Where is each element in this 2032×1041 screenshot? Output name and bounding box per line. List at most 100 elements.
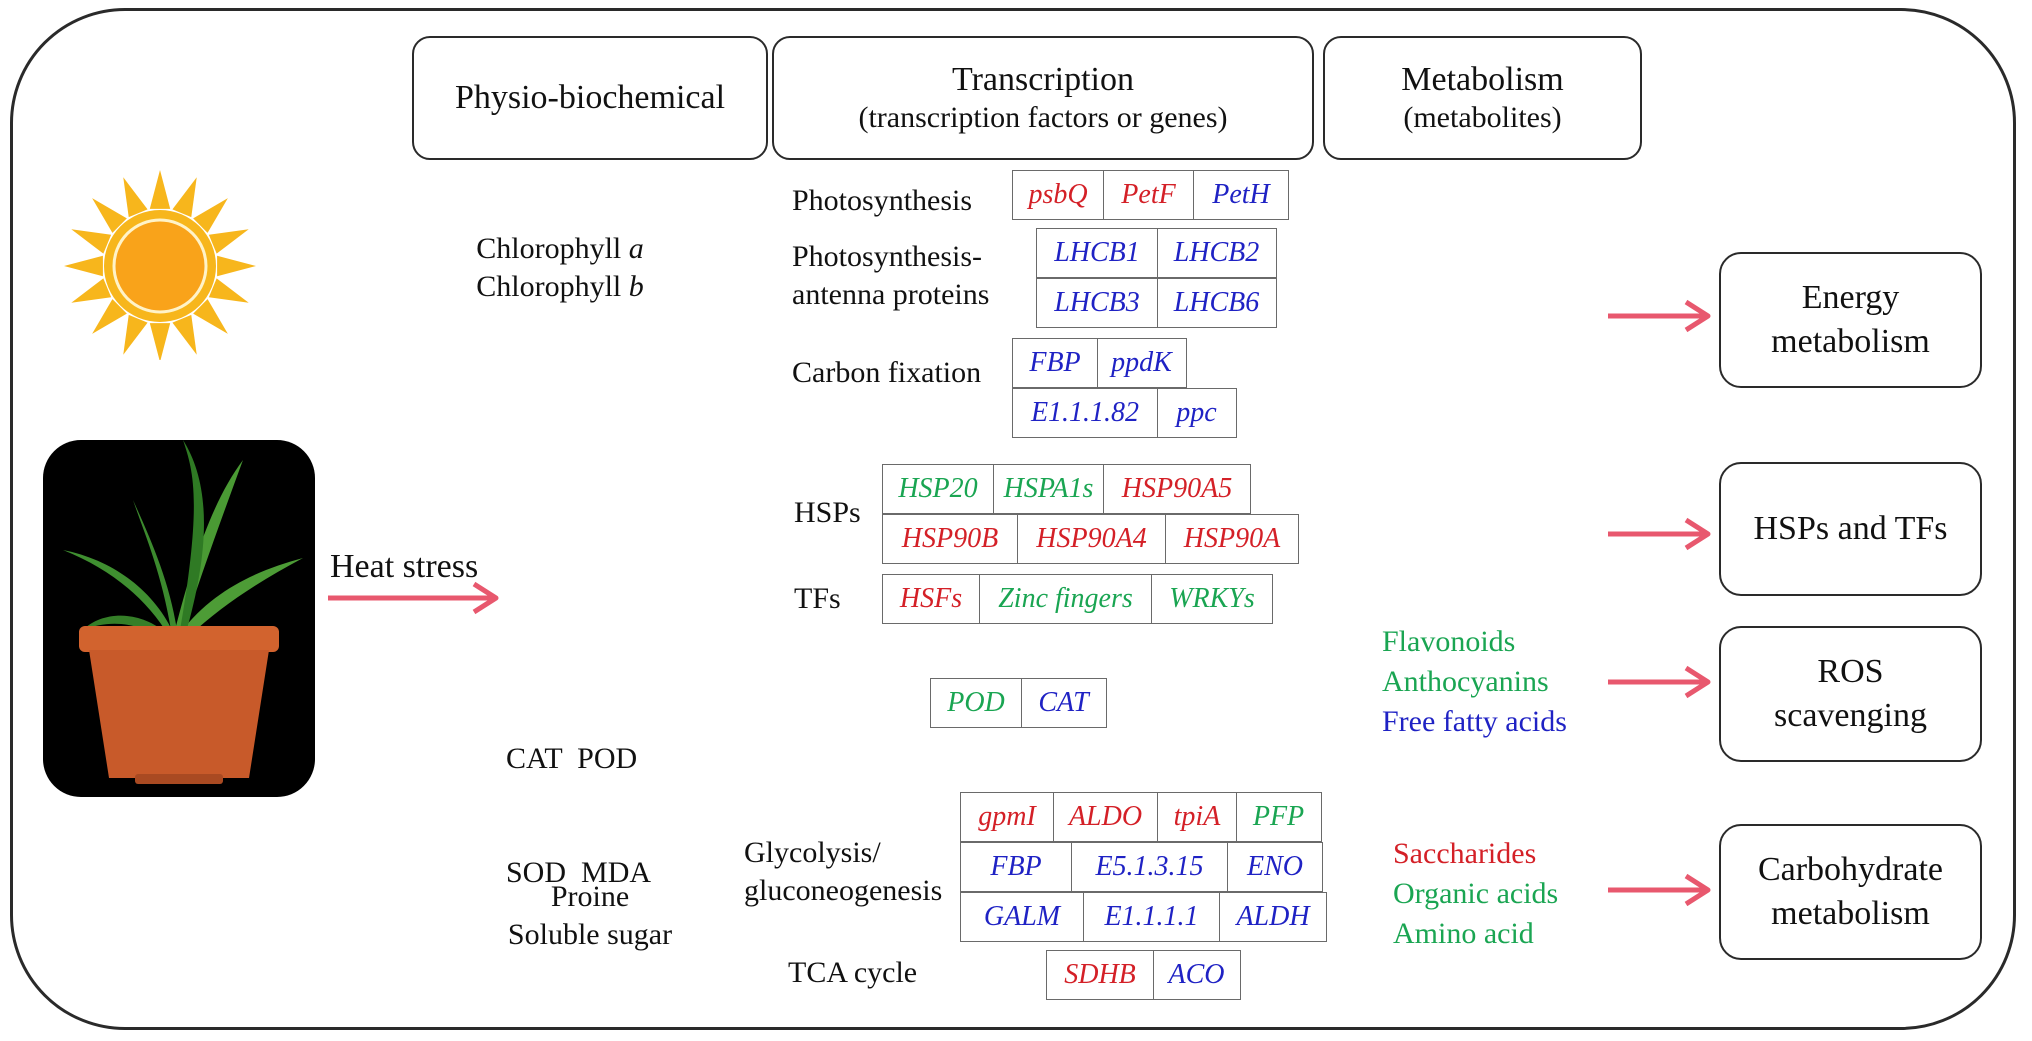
outcome-ros-line-2: scavenging: [1774, 697, 1927, 734]
gene-box: ALDH: [1219, 892, 1327, 942]
pathway-hsps: HSPs: [794, 496, 861, 529]
sun-ray: [92, 198, 127, 233]
sun-ray: [71, 229, 112, 254]
gene-box: E1.1.1.82: [1012, 388, 1158, 438]
arrow-right-icon: [1608, 665, 1711, 699]
arrow-head: [1684, 299, 1711, 333]
leaf: [179, 440, 204, 636]
header-physio-biochemical: Physio-biochemical: [412, 36, 768, 160]
leaf: [83, 615, 169, 642]
sun-disc-inner: [112, 218, 208, 314]
pathway-tfs: TFs: [794, 582, 841, 615]
arrow-head: [1684, 665, 1711, 699]
sun-ray: [149, 323, 171, 360]
sun-ray: [208, 229, 249, 254]
chlorophyll-a-letter: a: [628, 232, 644, 265]
gene-box: SDHB: [1046, 950, 1154, 1000]
arrow-head: [1684, 517, 1711, 551]
diagram-frame: [10, 8, 2016, 1030]
outcome-energy-line-1: Energy: [1801, 279, 1900, 316]
glycolysis-line-2: gluconeogenesis: [744, 874, 943, 907]
glycolysis-line-1: Glycolysis/: [744, 836, 881, 869]
gene-box: ppc: [1156, 388, 1237, 438]
pot-body: [89, 650, 269, 778]
arrow-right-icon: [1608, 873, 1711, 907]
sun-ray: [92, 299, 127, 334]
pathway-tca: TCA cycle: [788, 956, 918, 989]
sun-ray: [172, 177, 197, 218]
sun-rays: [64, 170, 256, 360]
sugar-label: Proine Soluble sugar: [480, 878, 700, 954]
gene-box: PetH: [1193, 170, 1289, 220]
gene-box: HSP90A4: [1016, 514, 1167, 564]
pathway-glycolysis: Glycolysis/ gluconeogenesis: [744, 834, 942, 910]
gene-box: LHCB6: [1156, 278, 1277, 328]
gene-box: gpmI: [960, 792, 1054, 842]
gene-box: HSP20: [882, 464, 994, 514]
header-physio-text: Physio-biochemical: [454, 79, 726, 116]
pathway-carbon-fixation: Carbon fixation: [792, 356, 982, 389]
outcome-carb-line-2: metabolism: [1771, 895, 1930, 932]
gene-box: PFP: [1235, 792, 1322, 842]
sun-ray: [193, 198, 228, 233]
pot-base: [135, 774, 223, 784]
outcome-energy-metabolism: Energy metabolism: [1719, 252, 1982, 388]
leaf: [133, 500, 177, 630]
sun-ray: [217, 255, 256, 277]
gene-box: GALM: [960, 892, 1084, 942]
antenna-line-2: antenna proteins: [792, 278, 990, 311]
chlorophyll-b: Chlorophyll b: [470, 268, 650, 306]
enzymes-label: CAT POD SOD MDA: [506, 664, 651, 930]
sun-icon: [64, 170, 256, 360]
plant-photo: [43, 440, 315, 797]
metabolite-item: Anthocyanins: [1382, 665, 1549, 698]
gene-box: HSPA1s: [992, 464, 1105, 514]
gene-box: Zinc fingers: [978, 574, 1153, 624]
gene-box: ALDO: [1052, 792, 1159, 842]
outcome-carb-line-1: Carbohydrate: [1757, 851, 1944, 888]
gene-box: HSP90B: [882, 514, 1018, 564]
sun-ray: [64, 255, 103, 277]
pathway-photosynthesis: Photosynthesis: [792, 184, 973, 217]
gene-box: ENO: [1227, 842, 1323, 892]
sugar-line-1: Proine: [550, 880, 630, 913]
sun-ray: [71, 278, 112, 303]
heat-stress-label: Heat stress: [330, 548, 479, 585]
enzymes-line-1: CAT POD: [506, 742, 638, 775]
outcome-energy-line-2: metabolism: [1771, 323, 1930, 360]
gene-box: HSFs: [882, 574, 980, 624]
gene-box: HSP90A: [1165, 514, 1299, 564]
enzymes-line-2: SOD MDA: [506, 856, 652, 889]
outcome-ros-line-1: ROS: [1817, 653, 1884, 690]
sun-ray: [149, 170, 171, 209]
chlorophyll-b-prefix: Chlorophyll: [476, 270, 629, 303]
sun-ray: [193, 299, 228, 334]
gene-box: HSP90A5: [1103, 464, 1251, 514]
arrow-head: [472, 581, 499, 615]
gene-box: CAT: [1020, 678, 1107, 728]
arrow-right-icon: [328, 581, 499, 615]
header-metabolism-subtitle: (metabolites): [1403, 101, 1562, 134]
header-transcription-title: Transcription: [952, 61, 1134, 98]
pathway-antenna: Photosynthesis- antenna proteins: [792, 238, 989, 314]
sun-ray: [123, 314, 148, 355]
chlorophyll-a-prefix: Chlorophyll: [476, 232, 629, 265]
gene-box: ppdK: [1096, 338, 1187, 388]
gene-box: LHCB1: [1036, 228, 1158, 278]
gene-box: LHCB3: [1036, 278, 1158, 328]
metabolite-item: Free fatty acids: [1382, 705, 1567, 738]
metabolite-item: Organic acids: [1393, 877, 1559, 910]
arrow-head: [1684, 873, 1711, 907]
arrow-right-icon: [1608, 299, 1711, 333]
metabolite-item: Amino acid: [1393, 917, 1534, 950]
gene-box: POD: [930, 678, 1022, 728]
